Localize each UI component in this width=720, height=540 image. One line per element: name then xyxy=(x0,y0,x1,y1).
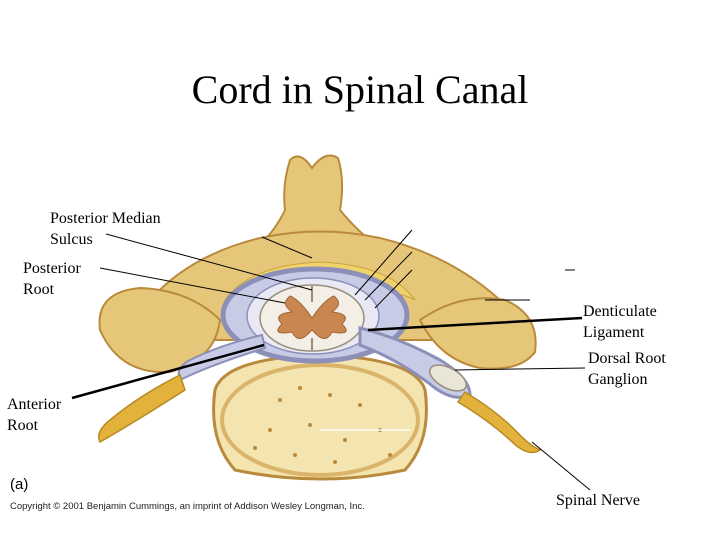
slide-title: Cord in Spinal Canal xyxy=(191,67,529,112)
figure-letter: (a) xyxy=(10,476,29,493)
leader-denticulate-ligament xyxy=(367,316,583,332)
label-posterior-root: Posterior Root xyxy=(23,260,81,298)
leader-posterior-root xyxy=(99,267,286,304)
vertebral-body-rim xyxy=(220,363,420,477)
label-anterior-root: Anterior Root xyxy=(7,396,62,434)
vertebral-body xyxy=(212,353,428,481)
leader-upper-4 xyxy=(374,269,413,309)
leader-posterior-median-sulcus xyxy=(105,233,313,291)
label-denticulate-ligament: Denticulate Ligament xyxy=(583,303,657,341)
dorsal-root-ganglion xyxy=(428,364,468,392)
leader-upper-1 xyxy=(261,236,313,259)
leader-lines xyxy=(71,229,591,491)
leader-spinal-nerve xyxy=(531,441,591,491)
copyright-notice: Copyright © 2001 Benjamin Cummings, an i… xyxy=(10,501,365,512)
right-transverse-process xyxy=(418,297,537,370)
label-posterior-median-sulcus: Posterior Median Sulcus xyxy=(50,210,161,248)
label-dorsal-root-ganglion: Dorsal Root Ganglion xyxy=(588,350,666,388)
right-spinal-nerve xyxy=(456,390,542,454)
leader-upper-2 xyxy=(354,229,413,296)
spinous-process xyxy=(247,154,394,256)
left-spinal-nerve xyxy=(98,373,186,444)
leader-anterior-root xyxy=(71,343,265,400)
leader-dorsal-root-ganglion xyxy=(454,367,586,371)
label-spinal-nerve: Spinal Nerve xyxy=(556,492,640,509)
left-transverse-process xyxy=(98,286,222,374)
grey-matter xyxy=(277,295,347,339)
leader-upper-3 xyxy=(364,251,413,301)
